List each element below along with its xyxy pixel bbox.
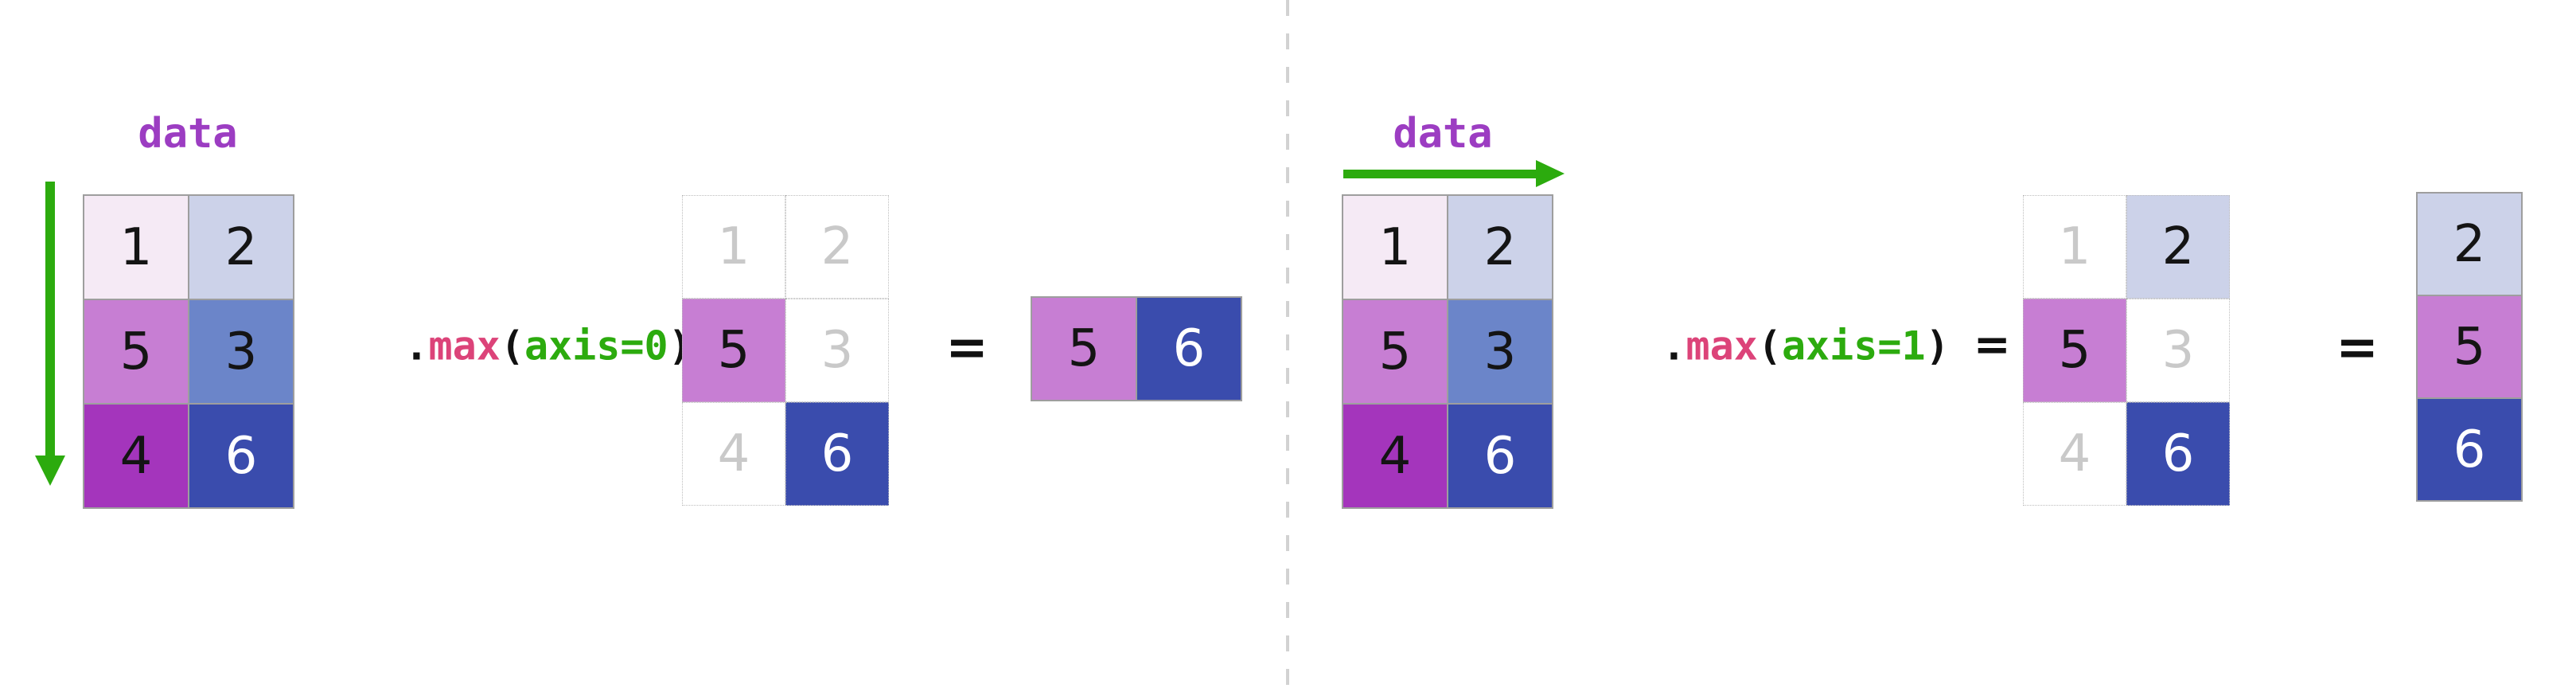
selection-grid-axis0: 1 2 5 3 4 6 (682, 195, 889, 506)
selection-cell: 1 (682, 195, 785, 299)
equals-sign: = (945, 319, 988, 377)
code-close-paren: ) (1925, 323, 1950, 370)
input-matrix-axis0: 1 2 5 3 4 6 (83, 194, 294, 509)
down-arrow-head-icon (35, 456, 65, 486)
matrix-cell: 1 (1343, 196, 1447, 299)
data-variable-label: data (138, 110, 238, 158)
panel-divider-dashed (1286, 0, 1289, 696)
selection-cell: 4 (682, 402, 785, 506)
selection-cell: 3 (785, 299, 889, 402)
code-method: max (1686, 323, 1758, 370)
selection-cell-max: 6 (785, 402, 889, 506)
result-cell: 5 (2418, 296, 2521, 397)
matrix-cell: 3 (1448, 300, 1552, 403)
result-cell: 2 (2418, 194, 2521, 295)
result-cell: 6 (2418, 399, 2521, 500)
input-matrix-axis1: 1 2 5 3 4 6 (1342, 194, 1553, 509)
right-arrow-icon (1343, 170, 1537, 178)
code-axis-arg: axis=1 (1781, 323, 1926, 370)
data-variable-label: data (1393, 110, 1493, 158)
matrix-cell: 1 (84, 196, 188, 299)
selection-cell: 3 (2126, 299, 2230, 402)
code-open-paren: ( (500, 323, 524, 370)
matrix-cell: 5 (84, 300, 188, 403)
code-dot: . (1662, 323, 1686, 370)
selection-cell: 4 (2023, 402, 2126, 506)
down-arrow-icon (45, 182, 55, 457)
code-open-paren: ( (1757, 323, 1782, 370)
selection-cell-max: 2 (2126, 195, 2230, 299)
selection-cell-max: 5 (2023, 299, 2126, 402)
result-cell: 5 (1032, 298, 1136, 400)
matrix-cell: 6 (1448, 405, 1552, 507)
selection-cell-max: 5 (682, 299, 785, 402)
selection-cell: 2 (785, 195, 889, 299)
selection-grid-axis1: 1 2 5 3 4 6 (2023, 195, 2230, 506)
code-dot: . (404, 323, 429, 370)
matrix-cell: 5 (1343, 300, 1447, 403)
equals-sign: = (1973, 319, 2011, 371)
code-axis-arg: axis=0 (524, 323, 668, 370)
matrix-cell: 6 (189, 405, 293, 507)
result-row-axis0: 5 6 (1031, 296, 1242, 401)
right-arrow-head-icon (1536, 160, 1565, 187)
matrix-cell: 2 (189, 196, 293, 299)
matrix-cell: 3 (189, 300, 293, 403)
code-expression-axis1: .max(axis=1) = (1566, 273, 2011, 417)
matrix-cell: 4 (84, 405, 188, 507)
matrix-cell: 4 (1343, 405, 1447, 507)
matrix-cell: 2 (1448, 196, 1552, 299)
result-column-axis1: 2 5 6 (2416, 192, 2523, 502)
equals-sign: = (2336, 319, 2379, 377)
selection-cell-max: 6 (2126, 402, 2230, 506)
selection-cell: 1 (2023, 195, 2126, 299)
result-cell: 6 (1137, 298, 1241, 400)
code-method: max (428, 323, 501, 370)
